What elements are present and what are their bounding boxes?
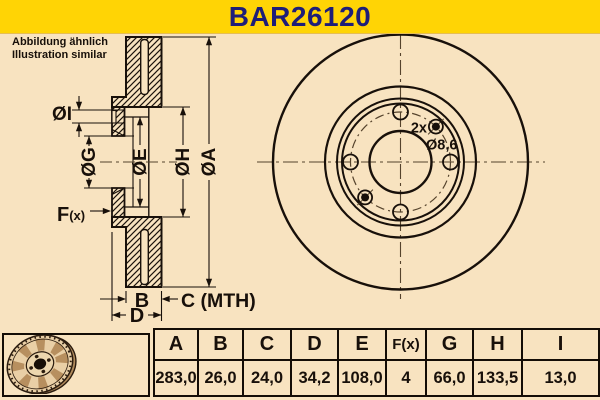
hat-face-bottom <box>111 187 126 218</box>
vent-slot-top <box>139 38 149 96</box>
label-screw-count: 2x <box>411 121 427 137</box>
bolt-hole-left <box>342 153 359 171</box>
screw-hole-sw-fill <box>361 193 370 202</box>
bolt-hole-right <box>442 153 459 171</box>
dim-b-c-d: B C (MTH) D <box>100 232 256 327</box>
label-screw-diameter: Ø8,6 <box>426 138 457 154</box>
front-view: 2x Ø8,6 <box>257 33 545 299</box>
value-c: 24,0 <box>242 359 292 397</box>
similarity-note: Abbildung ähnlich Illustration similar <box>12 36 108 62</box>
dim-label-f: F <box>57 204 69 226</box>
bolt-hole-bottom <box>392 203 409 221</box>
dim-label-c-mth: C (MTH) <box>181 290 256 312</box>
hat-face-recess <box>111 109 117 124</box>
value-h: 133,5 <box>472 359 523 397</box>
dim-label-b: B <box>135 290 149 312</box>
center-bore-circle <box>368 129 433 195</box>
dim-dia-e: ØE <box>130 117 151 207</box>
value-i: 13,0 <box>521 359 600 397</box>
note-line-de: Abbildung ähnlich <box>12 36 108 48</box>
dim-dia-h: ØH <box>163 106 194 218</box>
braking-surface-inner-circle <box>323 85 478 239</box>
dim-label-dia-g: ØG <box>79 147 100 177</box>
section-dimensions: ØI ØG ØE <box>52 36 256 327</box>
header-e: E <box>337 328 387 361</box>
value-d: 34,2 <box>290 359 339 397</box>
value-a: 283,0 <box>153 359 199 397</box>
table-value-row: 283,0 26,0 24,0 34,2 108,0 4 66,0 133,5 … <box>153 359 600 397</box>
header-c: C <box>242 328 292 361</box>
bolt-circle <box>349 111 452 213</box>
part-number: BAR26120 <box>228 1 372 32</box>
screw-hole-sw <box>357 189 374 206</box>
dim-label-dia-i: ØI <box>52 104 72 125</box>
value-fx: 4 <box>385 359 427 397</box>
note-line-en: Illustration similar <box>12 49 107 61</box>
dim-label-f-suffix: (x) <box>69 208 85 223</box>
disc-photo-illustration <box>6 334 77 395</box>
dim-dia-a: ØA <box>163 36 220 288</box>
header-fx: F(x) <box>385 328 427 361</box>
section-profile-bottom <box>111 216 163 288</box>
table-header-row: A B C D E F(x) G H I <box>153 328 600 361</box>
bore-chamfer-bottom <box>111 187 125 196</box>
screw-hole-ne <box>427 118 444 135</box>
screw-hole-ne-fill <box>431 122 440 131</box>
header-d: D <box>290 328 339 361</box>
dim-label-d: D <box>130 305 144 327</box>
dim-f: F(x) <box>57 204 111 226</box>
dim-dia-g: ØG <box>79 135 134 189</box>
dim-dia-i: ØI <box>52 96 124 137</box>
svg-text:F(x): F(x) <box>57 204 85 226</box>
value-e: 108,0 <box>337 359 387 397</box>
dim-label-dia-a: ØA <box>199 147 220 176</box>
header-g: G <box>425 328 474 361</box>
dim-label-dia-h: ØH <box>173 148 194 177</box>
section-profile-top <box>111 36 163 108</box>
hub-circle-outer <box>336 97 465 227</box>
bolt-hole-top <box>392 103 409 121</box>
outer-diameter-circle <box>271 33 530 291</box>
header-h: H <box>472 328 523 361</box>
hub-circle-inner <box>341 102 460 222</box>
title-banner: BAR26120 <box>0 0 600 34</box>
dimensions-table: A B C D E F(x) G H I 283,0 26,0 24,0 34,… <box>153 328 600 397</box>
header-b: B <box>197 328 244 361</box>
dim-label-dia-e: ØE <box>130 148 151 175</box>
value-b: 26,0 <box>197 359 244 397</box>
header-i: I <box>521 328 600 361</box>
bore-chamfer-top <box>111 128 125 137</box>
header-a: A <box>153 328 199 361</box>
section-view <box>100 36 177 288</box>
vent-slot-bottom <box>139 228 149 286</box>
value-g: 66,0 <box>425 359 474 397</box>
product-photo-box <box>2 333 150 397</box>
